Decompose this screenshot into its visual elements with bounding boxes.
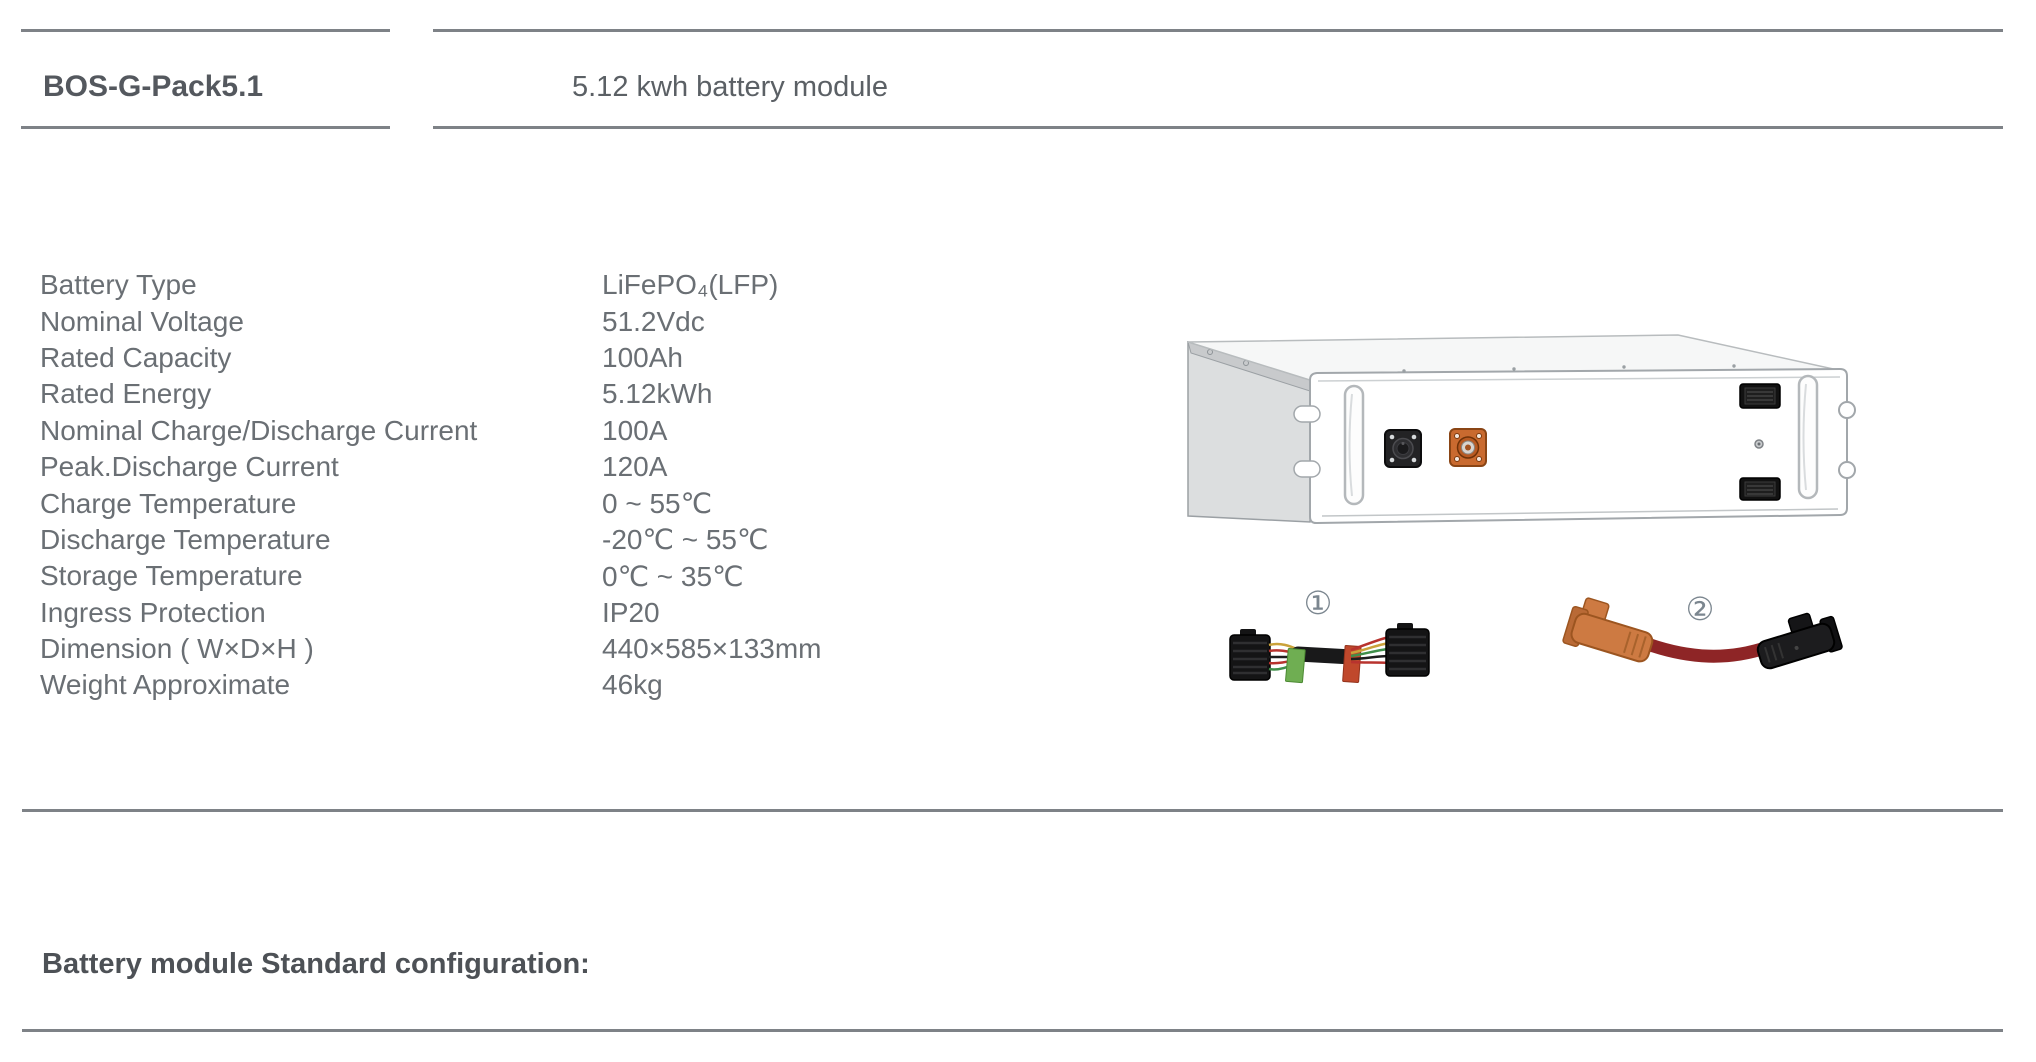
spec-label: Nominal Charge/Discharge Current [40, 414, 478, 446]
spec-table: Battery Type LiFePO₄(LFP) Nominal Voltage 5… [40, 267, 822, 704]
product-subtitle: 5.12 kwh battery module [572, 70, 888, 103]
spec-value: 440×585×133mm [602, 633, 822, 665]
spec-row: Rated Energy 5.12kWh [40, 376, 822, 412]
mount-tab [1293, 460, 1321, 478]
spec-label: Storage Temperature [40, 560, 303, 592]
spec-value: 5.12kWh [602, 378, 713, 410]
module-front-panel [1309, 367, 1848, 525]
spec-label: Rated Energy [40, 378, 212, 410]
comm-cable-right-plug [1385, 623, 1430, 677]
spec-row: Weight Approximate 46kg [40, 667, 822, 703]
edge-screw [1402, 369, 1406, 373]
power-cable-black-plug [1756, 612, 1843, 670]
handle-right [1797, 374, 1819, 500]
power-cable-wire [1635, 635, 1775, 663]
spec-label: Rated Capacity [40, 341, 232, 373]
edge-screw [1622, 365, 1626, 369]
spec-value: 100Ah [602, 341, 683, 373]
spec-value: 100A [602, 414, 668, 446]
section-divider-top [22, 809, 2003, 812]
comm-cable [1229, 623, 1430, 684]
spec-value: LiFePO₄(LFP) [602, 269, 779, 301]
spec-value: 0℃ ~ 35℃ [602, 560, 744, 592]
socket-lower [1739, 477, 1781, 501]
spec-label: Peak.Discharge Current [40, 451, 339, 483]
spec-label: Ingress Protection [40, 596, 266, 628]
header-subtitle-block: 5.12 kwh battery module [433, 29, 2003, 129]
power-connector [1449, 428, 1487, 467]
mount-tab [1293, 405, 1321, 423]
handle-left [1343, 384, 1365, 506]
comm-connector [1384, 429, 1422, 468]
spec-row: Rated Capacity 100Ah [40, 340, 822, 376]
spec-row: Nominal Charge/Discharge Current 100A [40, 413, 822, 449]
spec-row: Nominal Voltage 51.2Vdc [40, 303, 822, 339]
standard-configuration-block: Battery module Standard configuration: ①… [42, 873, 590, 1062]
spec-label: Battery Type [40, 269, 197, 301]
cable-tag-green [1285, 647, 1306, 684]
comm-cable-left-plug [1229, 629, 1271, 681]
spec-row: Battery Type LiFePO₄(LFP) [40, 267, 822, 303]
spec-label: Dimension ( W×D×H ) [40, 633, 314, 665]
power-cable [1562, 597, 1843, 670]
spec-label: Charge Temperature [40, 487, 297, 519]
spec-row: Ingress Protection IP20 [40, 595, 822, 631]
spec-label: Discharge Temperature [40, 523, 331, 555]
section-divider-bottom [22, 1029, 2003, 1032]
battery-module-drawing [1187, 334, 1856, 525]
spec-value: 46kg [602, 669, 663, 701]
mount-notch [1838, 401, 1856, 419]
product-model: BOS-G-Pack5.1 [43, 70, 264, 103]
battery-module-illustration: ① [1187, 334, 1856, 684]
cable1-marker: ① [1304, 585, 1333, 621]
comm-cable-sleeve [1290, 646, 1360, 665]
configuration-title: Battery module Standard configuration: [42, 948, 590, 980]
cable2-marker: ② [1686, 591, 1715, 627]
panel-bottom-seam [1321, 508, 1839, 517]
socket-upper [1739, 383, 1781, 409]
panel-top-seam [1317, 376, 1841, 382]
spec-row: Discharge Temperature -20℃ ~ 55℃ [40, 522, 822, 558]
header-model-block: BOS-G-Pack5.1 [21, 29, 390, 129]
power-cable-orange-plug [1562, 597, 1654, 663]
mount-notch [1838, 461, 1856, 479]
spec-row: Charge Temperature 0 ~ 55℃ [40, 485, 822, 521]
edge-screw [1512, 367, 1516, 371]
configuration-item: ① 160mm communication cable [42, 1056, 590, 1062]
spec-value: -20℃ ~ 55℃ [602, 524, 769, 556]
spec-value: 51.2Vdc [602, 305, 705, 337]
spec-value: 120A [602, 451, 668, 483]
spec-value: IP20 [602, 596, 660, 628]
edge-screw [1732, 364, 1736, 368]
spec-row: Dimension ( W×D×H ) 440×585×133mm [40, 631, 822, 667]
spec-label: Weight Approximate [40, 669, 291, 701]
spec-value: 0 ~ 55℃ [602, 488, 713, 520]
led-indicator-dot [1757, 442, 1761, 446]
spec-row: Storage Temperature 0℃ ~ 35℃ [40, 558, 822, 594]
spec-label: Nominal Voltage [40, 305, 244, 337]
spec-row: Peak.Discharge Current 120A [40, 449, 822, 485]
